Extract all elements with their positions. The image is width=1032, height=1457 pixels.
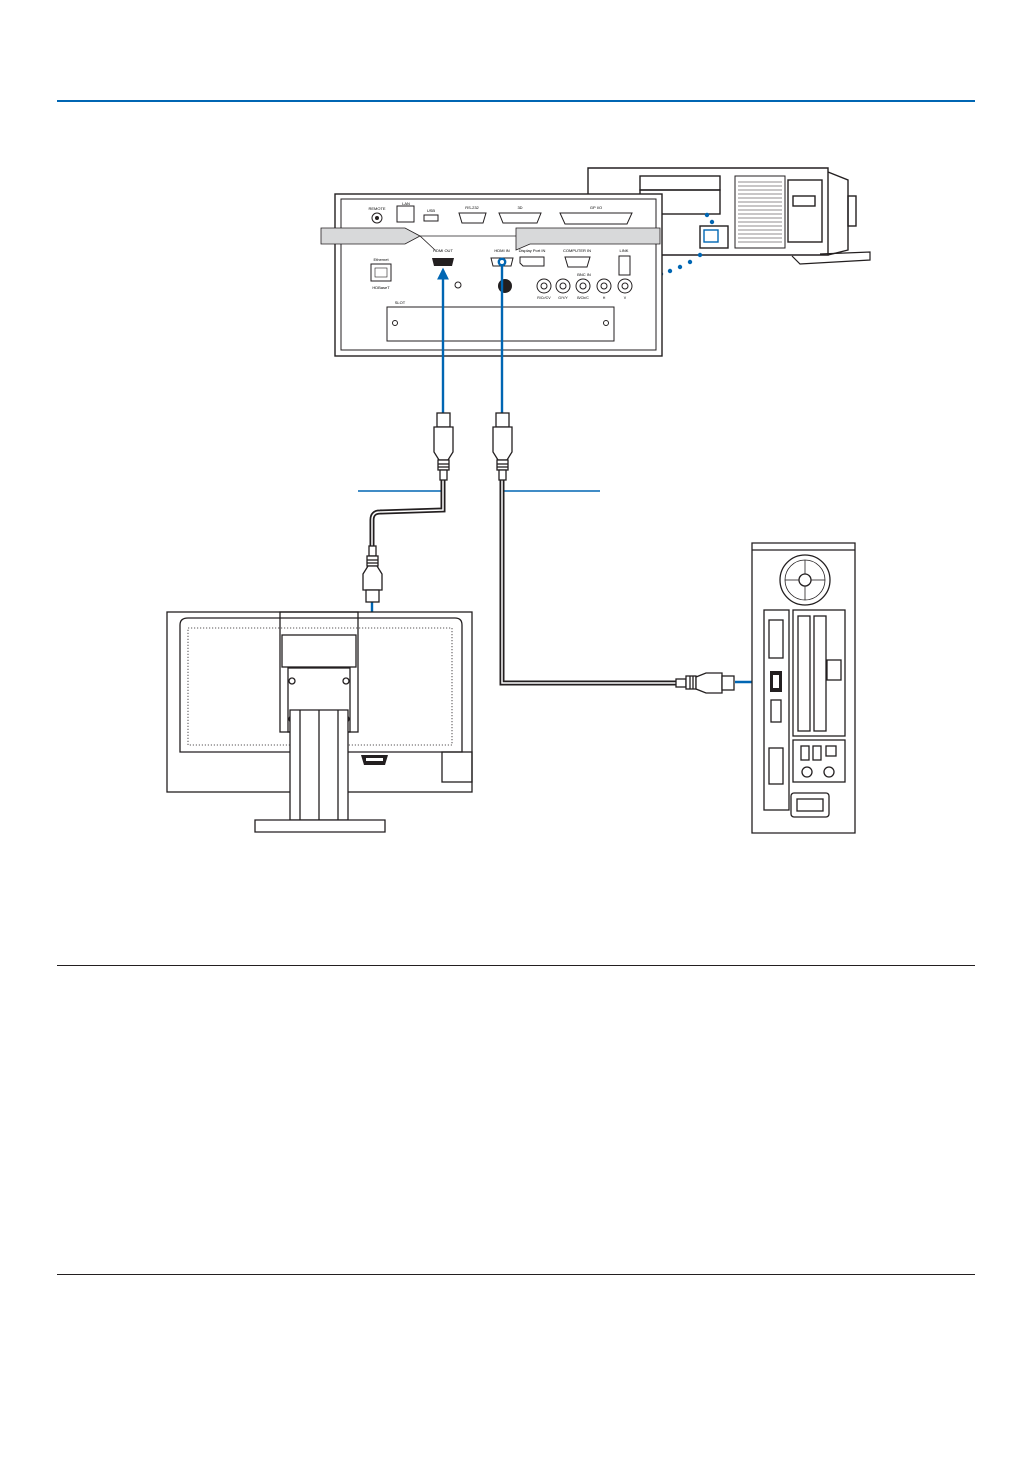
3d-port: [498, 212, 542, 224]
label-3d: 3D: [517, 205, 522, 210]
label-bnc-h: H: [603, 296, 606, 300]
bottom-rule: [57, 1274, 975, 1275]
label-hdbaset: HDBaseT: [372, 285, 390, 290]
hdmi-connector-monitor: [362, 545, 383, 603]
monitor-icon: [166, 611, 473, 833]
ethernet-port: [370, 263, 392, 282]
bnc-ports: [536, 278, 633, 294]
hdmi-connector-computer: [675, 672, 735, 694]
hdmi-cable-icon: [369, 480, 678, 686]
hdmi-connector-top-left: [433, 412, 454, 481]
option-slot: [386, 306, 615, 342]
hdmi-in-port: [490, 257, 514, 267]
top-rule: [57, 100, 975, 102]
label-bnc-r: R/Cr/CV: [537, 296, 551, 300]
label-computer-in: COMPUTER IN: [563, 248, 591, 253]
label-gpio: GP I/O: [590, 205, 602, 210]
projector-callout-dots: [658, 212, 715, 277]
label-bnc-g: G/Y/Y: [558, 296, 568, 300]
signal-line-hdmi-in: [497, 257, 507, 415]
link-port: [618, 255, 631, 276]
label-rs232: RS-232: [465, 205, 479, 210]
middle-rule: [57, 965, 975, 966]
usb-port: [423, 214, 439, 222]
terminal-panel: [334, 193, 663, 357]
label-remote: REMOTE: [368, 206, 385, 211]
label-link: LINK: [620, 248, 629, 253]
label-bnc-b: B/Cb/C: [577, 296, 589, 300]
label-usb: USB: [427, 208, 436, 213]
lan-port: [396, 205, 415, 223]
label-hdmi-out: HDMI OUT: [433, 248, 453, 253]
hdmi-connector-top-right: [492, 412, 513, 481]
label-bnc-in: BNC IN: [577, 272, 591, 277]
computer-in-port: [564, 256, 591, 268]
monitor-hdmi-port: [361, 755, 388, 765]
panel-screw-left: [454, 281, 462, 289]
s-video-port: [498, 279, 512, 293]
computer-tower-icon: [751, 542, 856, 834]
remote-port: [371, 212, 383, 224]
displayport-in-port: [519, 256, 545, 267]
label-ethernet: Ethernet: [373, 257, 389, 262]
gpio-port: [559, 212, 633, 225]
label-slot: SLOT: [395, 300, 406, 305]
label-displayport-in: Display Port IN: [519, 248, 546, 253]
computer-hdmi-port: [770, 671, 782, 692]
rs232-port: [458, 212, 487, 224]
callout-bands: [320, 227, 661, 251]
label-lan: LAN: [402, 201, 410, 206]
label-hdmi-in: HDMI IN: [494, 248, 509, 253]
hdmi-out-port: [432, 258, 454, 266]
label-bnc-v: V: [624, 296, 627, 300]
